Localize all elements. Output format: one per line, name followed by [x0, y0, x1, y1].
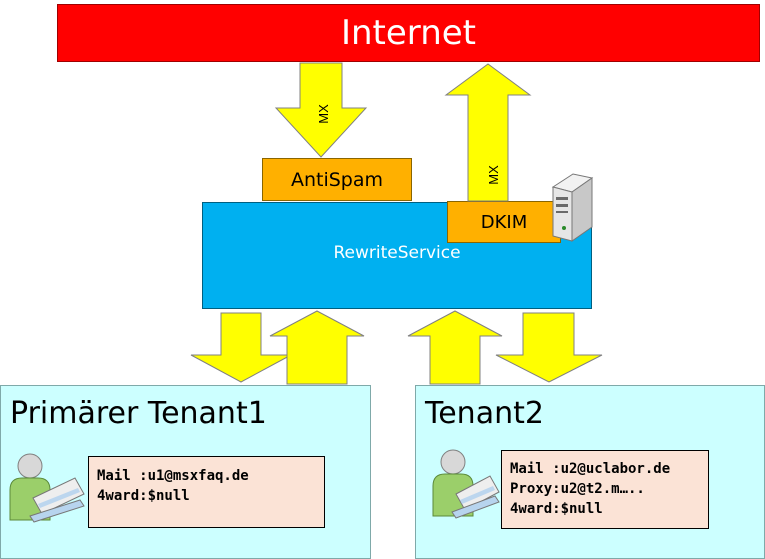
tenant2-forward-line: 4ward:$null	[510, 501, 603, 517]
tenant1-up-arrow	[269, 310, 365, 385]
tenant1-mail-line: Mail :u1@msxfaq.de	[97, 468, 249, 484]
tenant2-title: Tenant2	[425, 396, 544, 431]
antispam-box: AntiSpam	[262, 158, 412, 201]
tenant2-mail-line: Mail :u2@uclabor.de	[510, 461, 671, 477]
rewrite-service-label: RewriteService	[333, 243, 461, 263]
tenant1-mailbox-card: Mail :u1@msxfaq.de 4ward:$null	[88, 456, 325, 528]
tenant2-user-icon	[432, 449, 500, 519]
tenant2-mailbox-card: Mail :u2@uclabor.de Proxy:u2@t2.m….. 4wa…	[501, 450, 709, 529]
tenant2-up-arrow	[407, 310, 503, 385]
internet-box: Internet	[57, 4, 760, 62]
dkim-label: DKIM	[480, 211, 528, 233]
tenant2-down-arrow	[495, 312, 603, 383]
tenant2-proxy-line: Proxy:u2@t2.m…..	[510, 481, 645, 497]
tenant1-user-icon	[9, 453, 85, 523]
antispam-label: AntiSpam	[290, 168, 384, 191]
mx-inbound-label: MX	[316, 104, 331, 124]
tenant1-forward-line: 4ward:$null	[97, 488, 190, 504]
tenant1-title: Primärer Tenant1	[10, 396, 267, 431]
mx-outbound-arrow	[444, 63, 532, 202]
server-icon	[551, 173, 594, 242]
mx-inbound-arrow	[274, 62, 368, 158]
mx-outbound-label: MX	[486, 165, 501, 185]
internet-label: Internet	[340, 13, 476, 53]
tenant1-down-arrow	[190, 312, 292, 383]
